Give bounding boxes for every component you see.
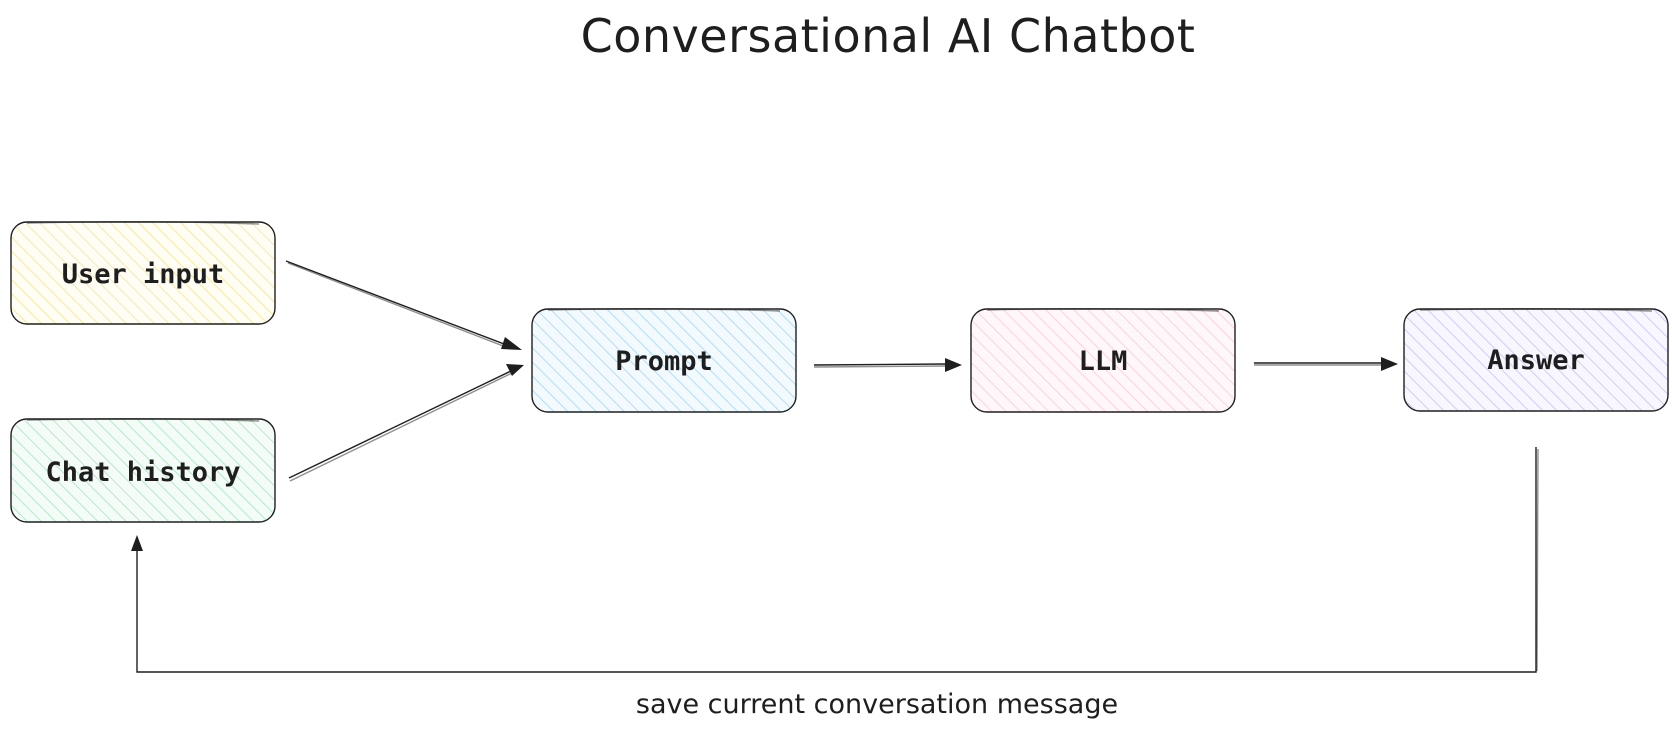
node-label-chat-history: Chat history — [45, 457, 240, 488]
node-label-llm: LLM — [1079, 346, 1128, 377]
edge-user-input-to-prompt — [285, 260, 522, 350]
node-user-input: User input — [10, 221, 276, 325]
edge-chat-history-to-prompt — [288, 364, 524, 482]
edge-answer-to-chat-history — [131, 447, 1539, 673]
edge-prompt-to-llm — [813, 358, 962, 372]
edge-llm-to-answer — [1254, 357, 1398, 371]
node-llm: LLM — [970, 308, 1236, 413]
edge-label-save-conversation: save current conversation message — [636, 689, 1118, 720]
diagram-title: Conversational AI Chatbot — [581, 9, 1196, 63]
node-prompt: Prompt — [531, 308, 797, 413]
node-label-user-input: User input — [62, 259, 225, 290]
node-label-prompt: Prompt — [615, 346, 713, 377]
node-answer: Answer — [1403, 308, 1669, 412]
node-chat-history: Chat history — [10, 418, 276, 523]
node-label-answer: Answer — [1487, 345, 1585, 376]
